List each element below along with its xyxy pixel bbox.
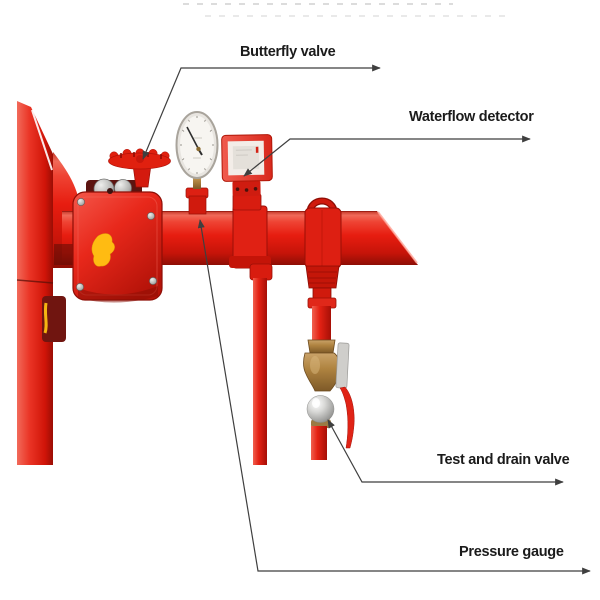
drain-drop-pipe [249,263,273,465]
bolt [107,188,113,194]
yellow-streak [43,302,48,334]
test-and-drain-valve [303,297,355,460]
drain-outlet-pipe [311,426,327,460]
brass-valve-body [303,352,341,392]
chrome-ball [306,395,335,423]
top-artifact-row [183,3,453,5]
riser-lower-fitting [42,296,66,342]
sight-plate [335,342,350,389]
waterflow-detector [221,134,273,197]
left-riser-pipe [16,101,80,465]
brass-hex-nut [307,339,336,354]
gauge-stem [193,176,201,189]
butterfly-valve-handwheel [108,148,171,170]
leader-line-waterflow-detector [243,135,531,177]
panel-red-mark [255,146,259,153]
mechanical-tee-clamp [304,197,342,301]
bolt [147,212,155,220]
leader-line-butterfly-valve [142,64,381,160]
pressure-gauge [175,111,219,215]
detector-saddle-clamp [229,193,271,269]
label-waterflow-detector: Waterflow detector [409,109,534,125]
bolt [77,198,85,206]
bolt [76,283,84,291]
yellow-tag [91,233,115,267]
label-test-and-drain-valve: Test and drain valve [437,452,570,468]
bolt [149,277,157,285]
top-artifact-row [205,15,505,17]
label-butterfly-valve: Butterfly valve [240,44,336,60]
valve-lever [339,386,355,449]
wheel-hub [136,155,144,163]
label-pressure-gauge: Pressure gauge [459,544,564,560]
alarm-valve-body [72,164,163,303]
leader-line-pressure-gauge [197,219,591,575]
